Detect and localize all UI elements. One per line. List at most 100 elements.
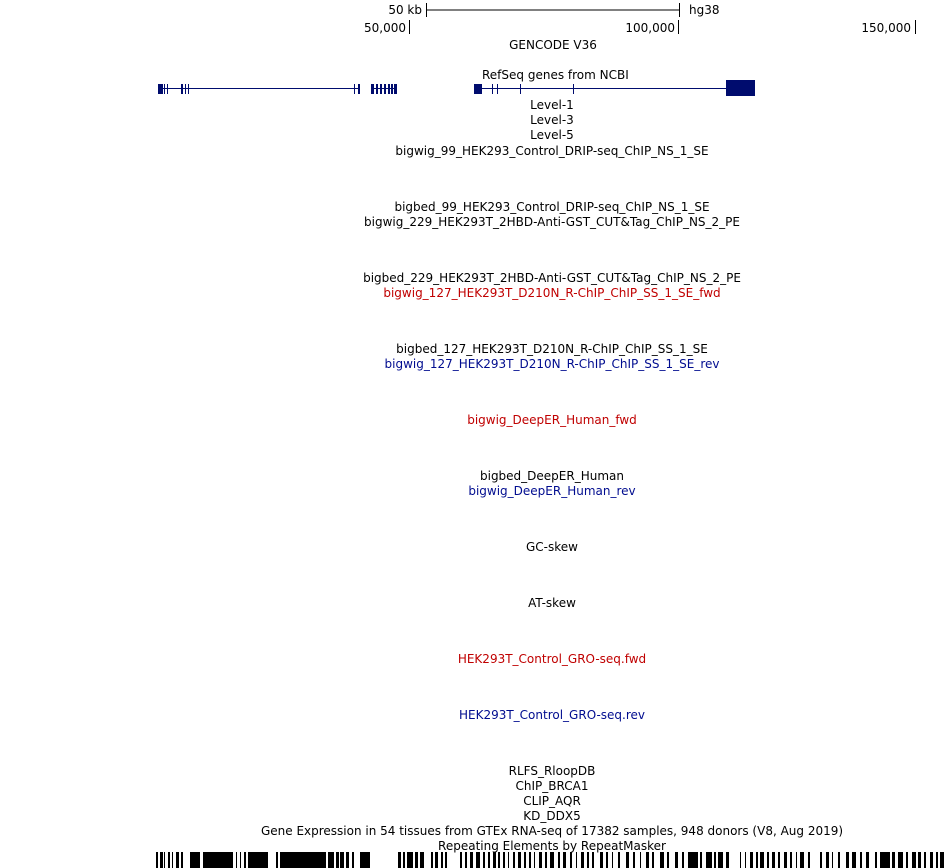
repeat-element-bar xyxy=(640,852,641,868)
repeat-element-bar xyxy=(606,852,608,868)
scale-label: 50 kb xyxy=(388,3,422,17)
repeat-element-bar xyxy=(756,852,758,868)
repeat-element-bar xyxy=(240,852,241,868)
repeat-element-bar xyxy=(846,852,849,868)
tick-label-50000: 50,000 xyxy=(364,21,406,35)
gene-exon xyxy=(371,84,374,94)
track-label-gencode[interactable]: GENCODE V36 xyxy=(509,38,597,52)
repeat-element-bar xyxy=(176,852,179,868)
repeat-element-bar xyxy=(912,852,916,868)
repeat-element-bar xyxy=(488,852,490,868)
track-label-gc-skew[interactable]: GC-skew xyxy=(526,540,578,554)
repeat-element-bar xyxy=(618,852,620,868)
repeat-element-bar xyxy=(633,852,635,868)
gene-exon xyxy=(164,84,165,94)
track-label-at-skew[interactable]: AT-skew xyxy=(528,596,576,610)
track-label-level3[interactable]: Level-3 xyxy=(530,113,574,127)
repeat-element-bar xyxy=(336,852,339,868)
track-label-refseq[interactable]: RefSeq genes from NCBI xyxy=(482,68,629,82)
repeat-element-bar xyxy=(796,852,797,868)
repeat-element-bar xyxy=(682,852,684,868)
repeat-element-bar xyxy=(860,852,862,868)
track-label-cuttag-bigbed[interactable]: bigbed_229_HEK293T_2HBD-Anti-GST_CUT&Tag… xyxy=(363,271,741,285)
repeat-element-bar xyxy=(203,852,233,868)
repeat-element-bar xyxy=(280,852,326,868)
repeat-element-bar xyxy=(838,852,840,868)
repeat-element-bar xyxy=(808,852,810,868)
repeat-element-bar xyxy=(750,852,753,868)
track-label-groseq-rev[interactable]: HEK293T_Control_GRO-seq.rev xyxy=(458,708,646,722)
repeat-element-bar xyxy=(248,852,268,868)
track-label-rchip-bigbed[interactable]: bigbed_127_HEK293T_D210N_R-ChIP_ChIP_SS_… xyxy=(396,342,708,356)
repeat-element-bar xyxy=(587,852,589,868)
track-label-level1[interactable]: Level-1 xyxy=(530,98,574,112)
track-label-drip-bigbed[interactable]: bigbed_99_HEK293_Control_DRIP-seq_ChIP_N… xyxy=(394,200,710,214)
track-label-deeper-fwd[interactable]: bigwig_DeepER_Human_fwd xyxy=(467,413,637,427)
repeat-element-bar xyxy=(906,852,908,868)
repeat-element-bar xyxy=(760,852,764,868)
repeatmasker-track[interactable] xyxy=(156,852,944,868)
repeat-element-bar xyxy=(875,852,877,868)
track-label-rlfs[interactable]: RLFS_RloopDB xyxy=(508,764,596,778)
repeat-element-bar xyxy=(600,852,603,868)
track-label-cuttag-bigwig[interactable]: bigwig_229_HEK293T_2HBD-Anti-GST_CUT&Tag… xyxy=(364,215,740,229)
gencode-gene-models[interactable] xyxy=(158,80,755,96)
repeat-element-bar xyxy=(688,852,698,868)
repeat-element-bar xyxy=(431,852,433,868)
repeat-element-bar xyxy=(826,852,829,868)
repeat-element-bar xyxy=(832,852,833,868)
repeat-element-bar xyxy=(160,852,163,868)
repeat-element-bar xyxy=(328,852,334,868)
repeat-element-bar xyxy=(403,852,405,868)
repeat-element-bar xyxy=(612,852,613,868)
track-label-deeper-bigbed[interactable]: bigbed_DeepER_Human xyxy=(479,469,625,483)
track-label-level5[interactable]: Level-5 xyxy=(530,128,574,142)
gene-exon xyxy=(388,84,390,94)
repeat-element-bar xyxy=(790,852,792,868)
track-label-deeper-rev[interactable]: bigwig_DeepER_Human_rev xyxy=(468,484,636,498)
repeat-element-bar xyxy=(550,852,554,868)
track-label-groseq-fwd[interactable]: HEK293T_Control_GRO-seq.fwd xyxy=(457,652,647,666)
repeat-element-bar xyxy=(435,852,438,868)
repeat-element-bar xyxy=(570,852,572,868)
repeat-element-bar xyxy=(714,852,716,868)
track-label-rchip-rev[interactable]: bigwig_127_HEK293T_D210N_R-ChIP_ChIP_SS_… xyxy=(384,357,720,371)
repeat-element-bar xyxy=(503,852,505,868)
track-label-gtex[interactable]: Gene Expression in 54 tissues from GTEx … xyxy=(260,824,844,838)
repeat-element-bar xyxy=(740,852,741,868)
repeat-element-bar xyxy=(930,852,933,868)
repeat-element-bar xyxy=(236,852,237,868)
track-label-clip-aqr[interactable]: CLIP_AQR xyxy=(523,794,581,808)
repeat-element-bar xyxy=(156,852,158,868)
repeat-element-bar xyxy=(700,852,702,868)
repeat-element-bar xyxy=(778,852,780,868)
gene-exon xyxy=(181,84,183,94)
track-label-rchip-fwd[interactable]: bigwig_127_HEK293T_D210N_R-ChIP_ChIP_SS_… xyxy=(383,286,721,300)
repeat-element-bar xyxy=(445,852,447,868)
repeat-element-bar xyxy=(513,852,515,868)
repeat-element-bar xyxy=(820,852,822,868)
track-label-drip-bigwig[interactable]: bigwig_99_HEK293_Control_DRIP-seq_ChIP_N… xyxy=(395,144,709,158)
repeat-element-bar xyxy=(181,852,183,868)
repeat-element-bar xyxy=(576,852,577,868)
repeat-element-bar xyxy=(407,852,413,868)
repeat-element-bar xyxy=(524,852,526,868)
repeat-element-bar xyxy=(518,852,521,868)
gene-exon xyxy=(380,84,382,94)
track-label-kd-ddx5[interactable]: KD_DDX5 xyxy=(523,809,581,823)
track-label-repeatmasker[interactable]: Repeating Elements by RepeatMasker xyxy=(438,839,666,853)
repeat-element-bar xyxy=(398,852,401,868)
track-label-chip-brca1[interactable]: ChIP_BRCA1 xyxy=(515,779,589,793)
repeat-element-bar xyxy=(880,852,890,868)
repeat-element-bar xyxy=(800,852,804,868)
repeat-element-bar xyxy=(498,852,500,868)
repeat-element-bar xyxy=(483,852,485,868)
repeat-element-bar xyxy=(652,852,654,868)
repeat-element-bar xyxy=(767,852,769,868)
repeat-element-bar xyxy=(460,852,462,868)
gene-exon xyxy=(358,84,360,94)
repeat-element-bar xyxy=(581,852,584,868)
repeat-element-bar xyxy=(545,852,547,868)
tick-label-100000: 100,000 xyxy=(625,21,675,35)
